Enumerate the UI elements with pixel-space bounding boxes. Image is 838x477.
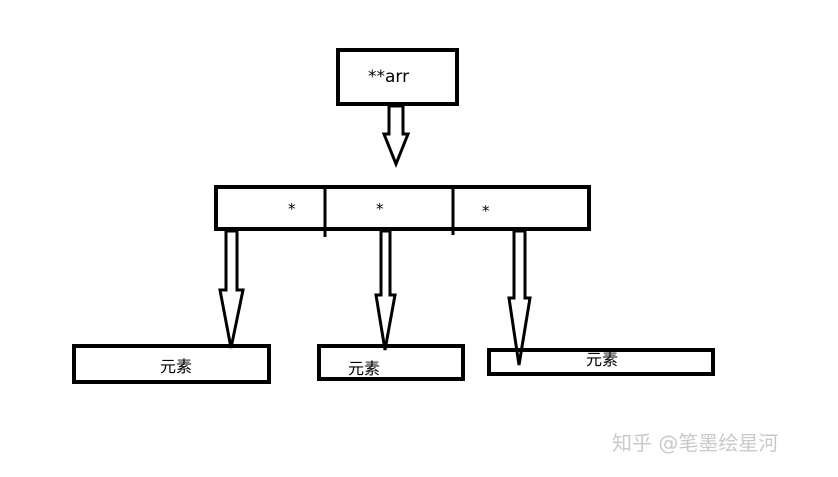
- pointer-cell-label: *: [288, 200, 296, 218]
- arrow-pointer-to-element: [374, 229, 397, 351]
- element-label: 元素: [160, 357, 192, 376]
- pointer-cell-label: *: [376, 200, 384, 218]
- element-box: [487, 348, 715, 376]
- root-node: **arr: [336, 48, 459, 106]
- element-box: [72, 344, 271, 384]
- watermark-text: 知乎 @笔墨绘星河: [612, 431, 778, 455]
- arrow-pointer-to-element: [507, 229, 532, 366]
- pointer-array: * * *: [214, 185, 591, 237]
- element-label: 元素: [348, 359, 380, 378]
- pointer-array-box: [214, 185, 591, 231]
- element-label: 元素: [586, 350, 618, 369]
- arrow-pointer-to-element: [218, 229, 245, 349]
- element-node: 元素: [72, 344, 271, 384]
- pointer-cell-label: *: [482, 202, 490, 220]
- arrow-root-to-array: [381, 104, 411, 169]
- element-node: 元素: [317, 344, 465, 381]
- element-box: [317, 344, 465, 381]
- element-node: 元素: [487, 348, 715, 376]
- root-box: [336, 48, 459, 106]
- root-label: **arr: [368, 67, 409, 87]
